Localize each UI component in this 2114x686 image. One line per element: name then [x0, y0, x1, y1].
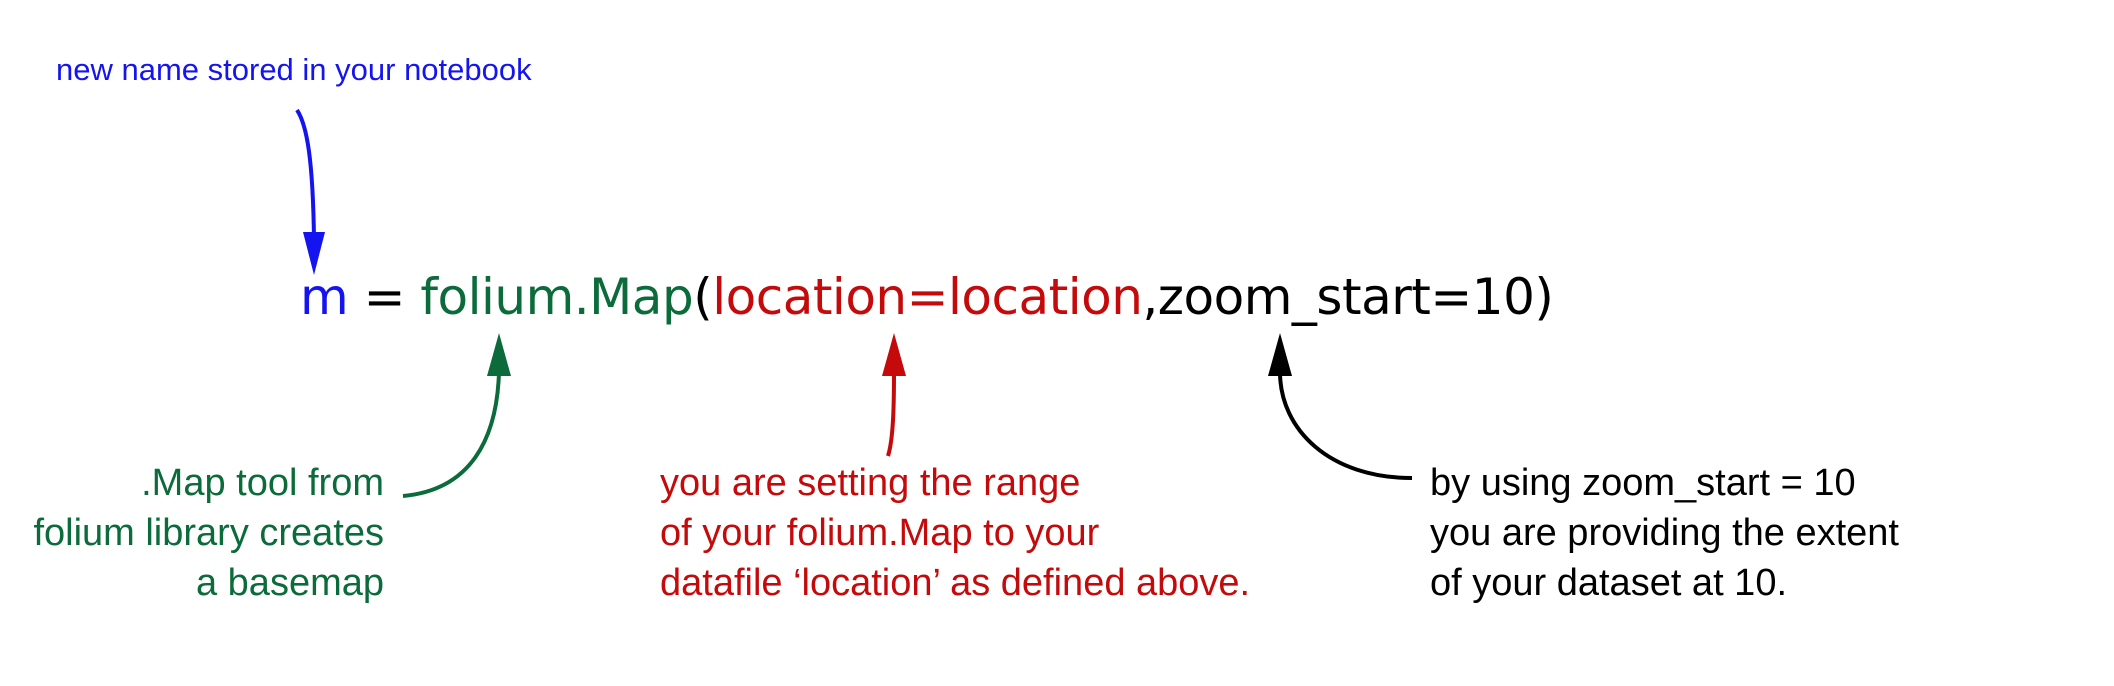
annotation-green: .Map tool from folium library creates a … [33, 458, 384, 608]
code-line: m = folium.Map(location=location,zoom_st… [300, 268, 1554, 326]
code-param-location: location=location [712, 268, 1143, 326]
annotation-red: you are setting the range of your folium… [660, 458, 1250, 608]
code-open-paren: ( [693, 268, 713, 326]
annotation-red-line: you are setting the range [660, 462, 1081, 504]
annotation-black-line: by using zoom_start = 10 [1430, 462, 1856, 504]
red-arrowhead [882, 333, 906, 376]
blue-arrow [295, 108, 316, 241]
annotation-red-line: of your folium.Map to your [660, 512, 1100, 554]
code-assign: = [348, 268, 421, 326]
annotation-green-line: folium library creates [33, 512, 384, 554]
top-note: new name stored in your notebook [56, 52, 532, 87]
green-arrowhead [487, 333, 511, 376]
code-param-zoom: ,zoom_start=10 [1142, 268, 1535, 326]
annotation-green-line: a basemap [195, 562, 384, 604]
annotation-green-line: .Map tool from [141, 462, 384, 504]
annotation-black: by using zoom_start = 10 you are providi… [1430, 458, 1899, 608]
green-arrow [402, 371, 501, 498]
code-var: m [300, 268, 349, 326]
annotation-black-line: of your dataset at 10. [1430, 562, 1788, 604]
blue-arrowhead [303, 232, 325, 275]
black-arrowhead [1268, 333, 1292, 376]
red-arrow [886, 371, 896, 457]
annotation-black-line: you are providing the extent [1430, 512, 1899, 554]
code-close-paren: ) [1534, 268, 1554, 326]
black-arrow [1278, 371, 1413, 480]
code-module-call: folium.Map [420, 268, 694, 326]
annotation-red-line: datafile ‘location’ as defined above. [660, 562, 1251, 604]
